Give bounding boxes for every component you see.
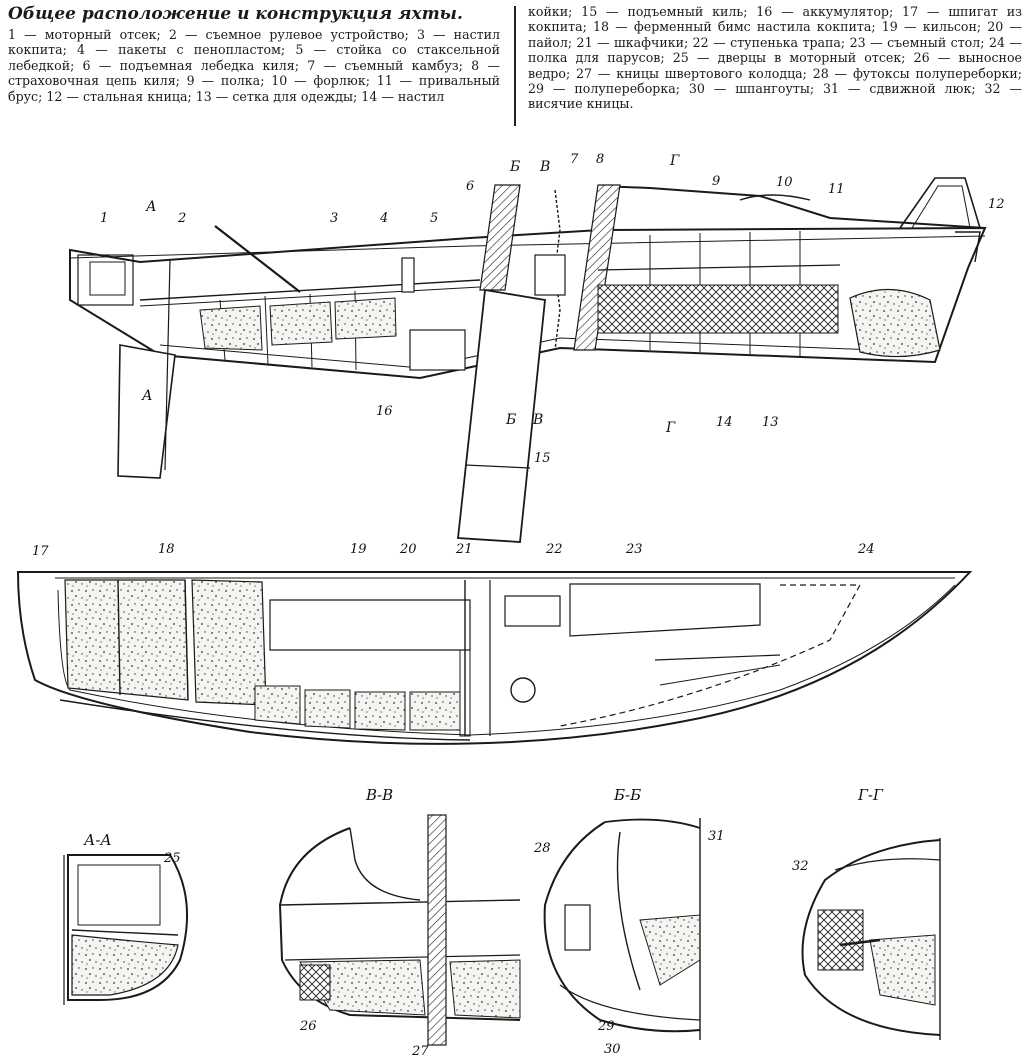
callout-17: 17: [32, 544, 49, 559]
title-bb: Б-Б: [613, 786, 641, 804]
lower-view: [16, 571, 973, 745]
mark-a-top: А: [145, 199, 157, 215]
caption-left: Общее расположение и конструкция яхты. 1…: [8, 4, 500, 104]
callout-29: 29: [597, 1019, 615, 1034]
callout-31: 31: [708, 829, 725, 844]
callout-15: 15: [534, 451, 551, 466]
callout-28: 28: [533, 841, 551, 856]
title-aa: А-А: [83, 831, 112, 849]
callout-3: 3: [330, 211, 338, 226]
callout-14: 14: [716, 415, 733, 430]
callout-25: 25: [163, 851, 181, 866]
callout-18: 18: [158, 542, 175, 557]
callout-2: 2: [177, 211, 186, 226]
callout-13: 13: [762, 415, 779, 430]
section-vv: [278, 814, 521, 1046]
callout-22: 22: [545, 542, 563, 557]
callout-6: 6: [466, 179, 474, 194]
side-view: [69, 177, 987, 543]
callout-10: 10: [776, 175, 793, 190]
title-gg: Г-Г: [857, 786, 884, 804]
callout-27: 27: [411, 1044, 429, 1059]
callout-numbers: 1 2 3 4 5 6 7 8 9 10 11 12 13 14 15 16 1…: [32, 152, 1005, 1059]
mark-v-bottom: В: [532, 412, 543, 428]
mark-g-top: Г: [669, 153, 680, 169]
callout-19: 19: [350, 542, 367, 557]
callout-21: 21: [455, 542, 473, 557]
caption-title: Общее расположение и конструкция яхты.: [8, 4, 463, 24]
caption-legend-left: 1 — моторный отсек; 2 — съемное рулевое …: [8, 27, 500, 104]
mark-g-bottom: Г: [665, 420, 676, 436]
callout-11: 11: [828, 182, 845, 197]
callout-7: 7: [570, 152, 579, 167]
mark-b-top: Б: [509, 159, 520, 175]
callout-9: 9: [712, 174, 720, 189]
callout-16: 16: [376, 404, 393, 419]
mark-a-bottom: А: [141, 388, 153, 404]
callout-8: 8: [596, 152, 604, 167]
callout-4: 4: [379, 211, 388, 226]
mark-v-top: В: [539, 159, 550, 175]
callout-30: 30: [604, 1042, 621, 1057]
callout-32: 32: [792, 859, 809, 874]
callout-24: 24: [857, 542, 875, 557]
caption-right: койки; 15 — подъемный киль; 16 — аккумул…: [528, 4, 1022, 112]
section-gg: [801, 838, 941, 1040]
callout-20: 20: [399, 542, 417, 557]
caption-divider: [514, 6, 516, 126]
title-vv: В-В: [365, 786, 393, 804]
callout-26: 26: [299, 1019, 317, 1034]
section-aa: [63, 854, 189, 1005]
section-bb: [543, 818, 701, 1040]
callout-23: 23: [625, 542, 643, 557]
mark-b-bottom: Б: [505, 412, 516, 428]
section-marks: А А Б В Б В Г Г: [141, 153, 680, 436]
callout-1: 1: [100, 211, 108, 226]
callout-12: 12: [988, 197, 1005, 212]
caption-legend-right: койки; 15 — подъемный киль; 16 — аккумул…: [528, 4, 1022, 112]
callout-5: 5: [430, 211, 438, 226]
section-titles: А-А В-В Б-Б Г-Г: [83, 786, 884, 849]
